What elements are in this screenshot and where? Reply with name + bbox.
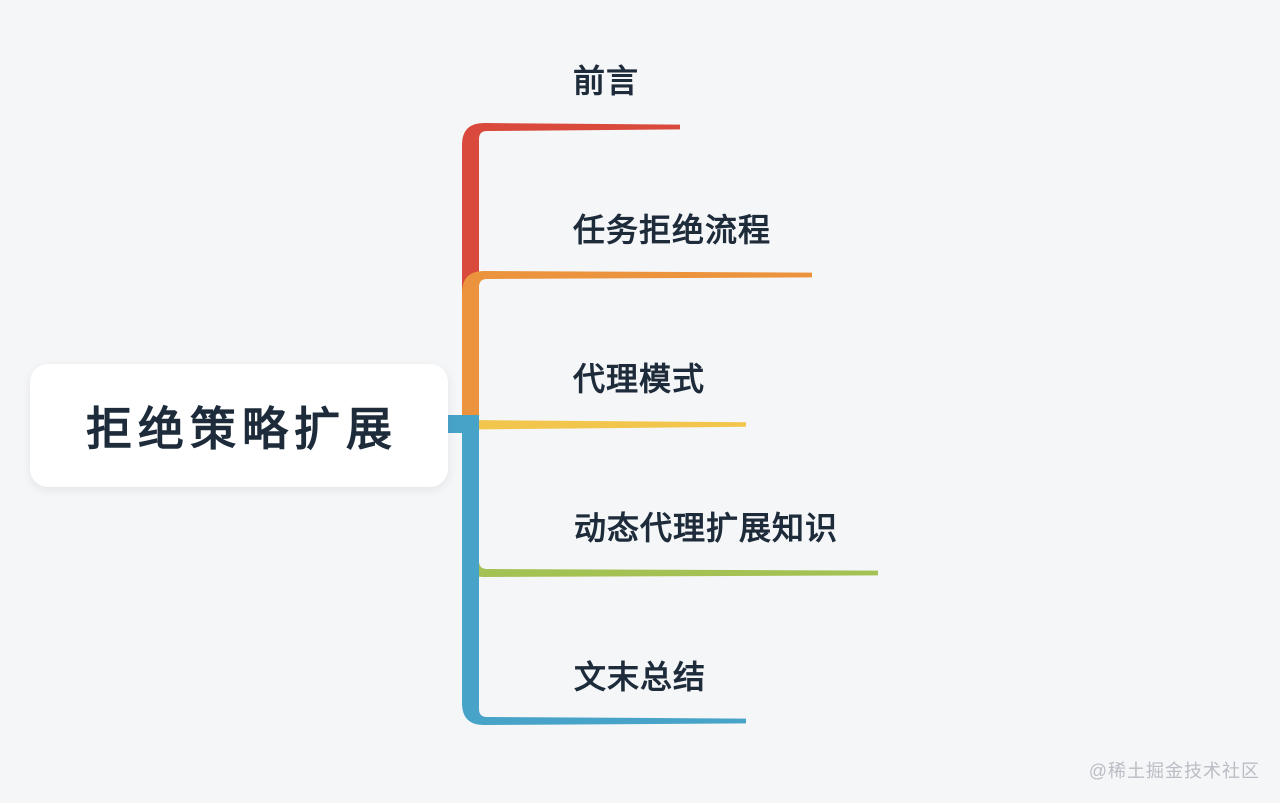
branch-topic-dynamic-proxy[interactable]: 动态代理扩展知识 <box>574 510 839 546</box>
root-topic[interactable]: 拒绝策略扩展 <box>30 364 448 487</box>
branch-connector-4 <box>446 415 746 725</box>
branch-connector-3 <box>462 416 878 577</box>
branch-topic-rejection-flow[interactable]: 任务拒绝流程 <box>573 212 772 248</box>
branch-topic-proxy-pattern[interactable]: 代理模式 <box>573 361 706 397</box>
branch-topic-summary[interactable]: 文末总结 <box>574 659 707 695</box>
branch-connector-1 <box>462 271 812 432</box>
branch-topic-preface[interactable]: 前言 <box>573 63 640 99</box>
branch-connector-2 <box>468 420 746 430</box>
watermark: @稀土掘金技术社区 <box>1088 761 1260 781</box>
